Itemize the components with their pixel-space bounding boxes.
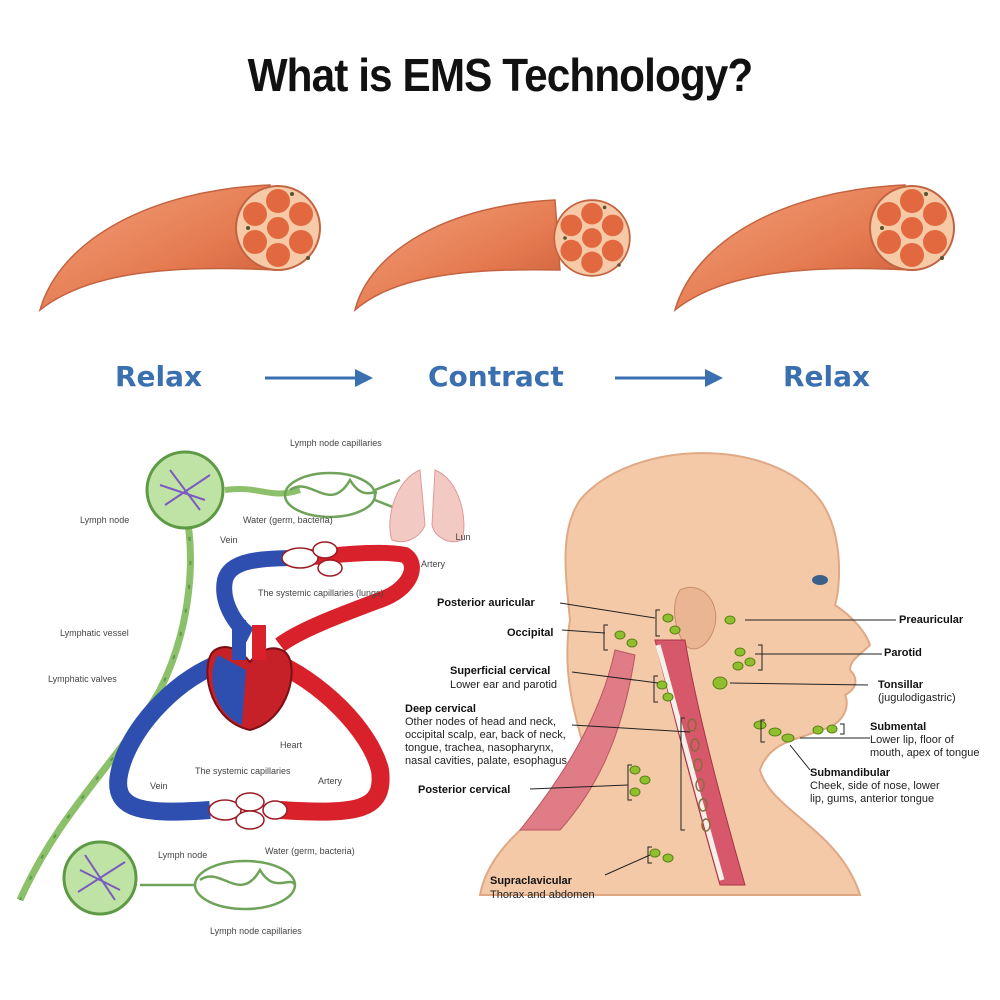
deep-cervical-chain bbox=[687, 718, 711, 832]
label-superficial-cervical: Superficial cervical bbox=[450, 665, 550, 677]
label-lungs: Lungs bbox=[455, 532, 470, 542]
vein-systemic bbox=[109, 656, 219, 821]
label-superficial-cervical-desc: Lower ear and parotid bbox=[450, 679, 557, 691]
muscle-relax-1 bbox=[38, 184, 321, 313]
label-deep-cervical-desc-1: Other nodes of head and neck, bbox=[405, 716, 556, 728]
label-supraclavicular: Supraclavicular bbox=[490, 875, 573, 887]
label-vein-top: Vein bbox=[220, 535, 238, 545]
label-deep-cervical: Deep cervical bbox=[405, 703, 476, 715]
muscle-contract bbox=[353, 199, 631, 313]
artery-systemic bbox=[266, 651, 390, 821]
lymph-circulation-diagram: Lymph node capillaries Lymph node Water … bbox=[16, 438, 470, 936]
label-lymph-node-top: Lymph node bbox=[80, 515, 129, 525]
label-systemic-lungs: The systemic capillaries (lungs) bbox=[258, 588, 384, 598]
label-parotid: Parotid bbox=[884, 647, 922, 659]
trapezius-muscle bbox=[518, 649, 636, 831]
label-supraclavicular-desc: Thorax and abdomen bbox=[490, 889, 595, 900]
label-submental: Submental bbox=[870, 721, 926, 733]
muscle-relax-2 bbox=[673, 184, 955, 313]
label-posterior-cervical: Posterior cervical bbox=[418, 784, 510, 796]
lymph-capillaries-bottom bbox=[140, 859, 297, 911]
lymph-node-markers bbox=[614, 613, 838, 863]
label-lymph-node-capillaries-top: Lymph node capillaries bbox=[290, 438, 382, 448]
label-deep-cervical-desc-3: tongue, trachea, nasopharynx, bbox=[405, 742, 554, 754]
label-systemic-capillaries: The systemic capillaries bbox=[195, 766, 291, 776]
label-vein-bottom: Vein bbox=[150, 781, 168, 791]
label-submental-desc-1: Lower lip, floor of bbox=[870, 734, 955, 746]
head-neck-lymph-nodes-diagram: Posterior auricular Occipital Superficia… bbox=[405, 452, 979, 900]
label-lymphatic-valves: Lymphatic valves bbox=[48, 674, 117, 684]
capillary-bed-lungs bbox=[281, 541, 343, 577]
lymph-capillaries-top bbox=[283, 471, 401, 519]
heart-icon bbox=[206, 620, 293, 732]
muscle-illustrations bbox=[38, 184, 955, 313]
label-preauricular: Preauricular bbox=[899, 614, 964, 626]
arrow-right-icon bbox=[265, 369, 373, 387]
lymph-node-bottom-icon bbox=[62, 840, 138, 916]
label-submandibular: Submandibular bbox=[810, 767, 891, 779]
label-occipital: Occipital bbox=[507, 627, 553, 639]
artery-pulmonary bbox=[275, 544, 420, 652]
label-artery-bottom: Artery bbox=[318, 776, 343, 786]
label-tonsillar: Tonsillar bbox=[878, 679, 924, 691]
label-heart: Heart bbox=[280, 740, 303, 750]
label-artery-top: Artery bbox=[421, 559, 446, 569]
label-tonsillar-desc: (jugulodigastric) bbox=[878, 692, 956, 704]
label-lymphatic-vessel: Lymphatic vessel bbox=[60, 628, 129, 638]
sternocleidomastoid-muscle bbox=[654, 639, 746, 886]
lungs-icon bbox=[389, 469, 465, 543]
label-deep-cervical-desc-4: nasal cavities, palate, esophagus bbox=[405, 755, 568, 767]
label-water-top: Water (germ, bacteria) bbox=[243, 515, 333, 525]
label-submental-desc-2: mouth, apex of tongue bbox=[870, 747, 979, 759]
label-lymph-node-bottom: Lymph node bbox=[158, 850, 207, 860]
label-deep-cervical-desc-2: occipital scalp, ear, back of neck, bbox=[405, 729, 566, 741]
label-water-bottom: Water (germ, bacteria) bbox=[265, 846, 355, 856]
stage-label-relax-2: Relax bbox=[783, 360, 871, 393]
label-submandibular-desc-1: Cheek, side of nose, lower bbox=[810, 780, 940, 792]
stage-label-contract: Contract bbox=[428, 360, 564, 393]
ear-icon bbox=[674, 587, 717, 650]
arrow-right-icon bbox=[615, 369, 723, 387]
page-title: What is EMS Technology? bbox=[247, 49, 754, 101]
label-submandibular-desc-2: lip, gums, anterior tongue bbox=[810, 793, 934, 805]
eye-icon bbox=[812, 575, 828, 585]
stage-label-relax-1: Relax bbox=[115, 360, 203, 393]
label-lymph-node-capillaries-bottom: Lymph node capillaries bbox=[210, 926, 302, 936]
lymphatic-vessel bbox=[16, 488, 194, 902]
capillary-bed-systemic bbox=[208, 792, 288, 830]
label-posterior-auricular: Posterior auricular bbox=[437, 597, 536, 609]
lymph-node-top-icon bbox=[145, 450, 301, 530]
